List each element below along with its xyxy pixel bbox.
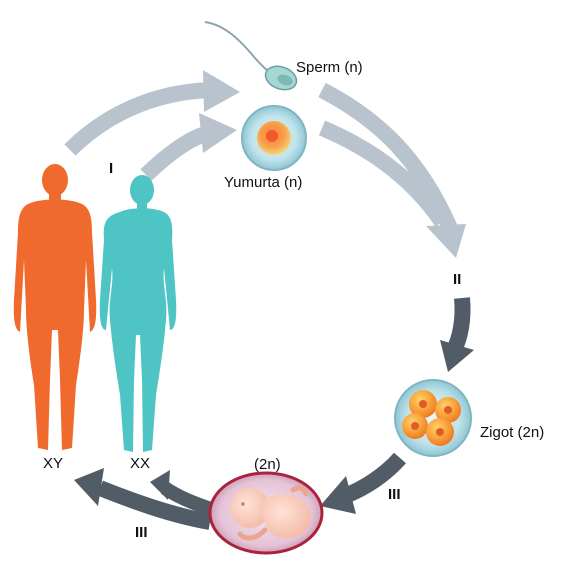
stage-label-two: II [453, 271, 462, 288]
arrow-embryo-to-female [150, 470, 217, 517]
stage-label-one: I [109, 160, 114, 177]
arrow-fertilization-to-zygote [440, 297, 474, 372]
arrow-zygote-to-embryo [320, 452, 406, 514]
arrow-embryo-to-male [74, 468, 212, 530]
stage-label-three-bottom: III [135, 524, 148, 541]
arrow-female-to-egg [140, 113, 237, 181]
arrow-male-to-sperm [64, 70, 240, 156]
embryo-label: (2n) [254, 456, 281, 473]
male-label: XY [43, 455, 64, 472]
egg-cell [241, 105, 307, 171]
zygote-cell [394, 379, 472, 457]
sperm-cell [204, 21, 298, 91]
sperm-label: Sperm (n) [296, 59, 363, 76]
female-label: XX [130, 455, 151, 472]
male-silhouette [13, 164, 97, 450]
zygote-label: Zigot (2n) [480, 424, 545, 441]
fetus-in-womb [208, 471, 324, 555]
stage-label-three-right: III [388, 486, 401, 503]
arrow-egg-to-fertilization [318, 120, 466, 258]
egg-label: Yumurta (n) [224, 174, 303, 191]
female-silhouette [99, 175, 177, 452]
